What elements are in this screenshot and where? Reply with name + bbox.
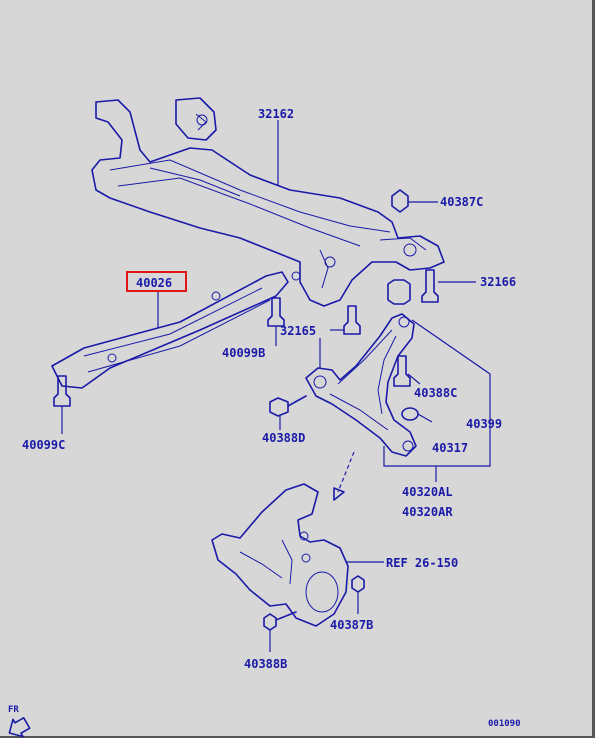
label-32165[interactable]: 32165: [280, 324, 316, 338]
nut-40387b-drawing: [351, 575, 365, 614]
bushing-32165-drawing: [319, 305, 361, 368]
label-40320ar[interactable]: 40320AR: [402, 505, 453, 519]
label-40387b[interactable]: 40387B: [330, 618, 373, 632]
front-marker: FR: [8, 705, 31, 738]
bolt-40388c-drawing: [393, 355, 421, 387]
knuckle-drawing: [211, 483, 349, 627]
highlight-box-40026: [126, 271, 187, 292]
direction-arrow: [333, 451, 355, 501]
bolt-40099b-drawing: [267, 297, 285, 346]
joint-40317-drawing: [401, 407, 433, 423]
label-40399[interactable]: 40399: [466, 417, 502, 431]
leader-bracket: [383, 319, 491, 467]
label-40099c[interactable]: 40099C: [22, 438, 65, 452]
label-40388c[interactable]: 40388C: [414, 386, 457, 400]
diagram-code: 001090: [488, 719, 521, 729]
label-40099b[interactable]: 40099B: [222, 346, 265, 360]
label-40317[interactable]: 40317: [432, 441, 468, 455]
bolt-40388d-drawing: [269, 395, 307, 430]
label-40388b[interactable]: 40388B: [244, 657, 287, 671]
nut-40387c-drawing: [391, 189, 438, 213]
label-32166[interactable]: 32166: [480, 275, 516, 289]
label-40387c[interactable]: 40387C: [440, 195, 483, 209]
label-reference[interactable]: REF 26-150: [386, 556, 458, 570]
front-marker-label: FR: [8, 705, 19, 715]
brace-drawing: [51, 271, 289, 389]
bolt-40388b-drawing: [263, 611, 297, 652]
bushing-drawing: [387, 269, 476, 305]
label-40320al[interactable]: 40320AL: [402, 485, 453, 499]
label-40388d[interactable]: 40388D: [262, 431, 305, 445]
control-arm-drawing: [305, 313, 417, 457]
subframe-drawing: [91, 97, 445, 307]
label-32162[interactable]: 32162: [258, 107, 294, 121]
label-40026[interactable]: 40026: [136, 276, 172, 290]
bolt-40099c-drawing: [53, 375, 71, 434]
